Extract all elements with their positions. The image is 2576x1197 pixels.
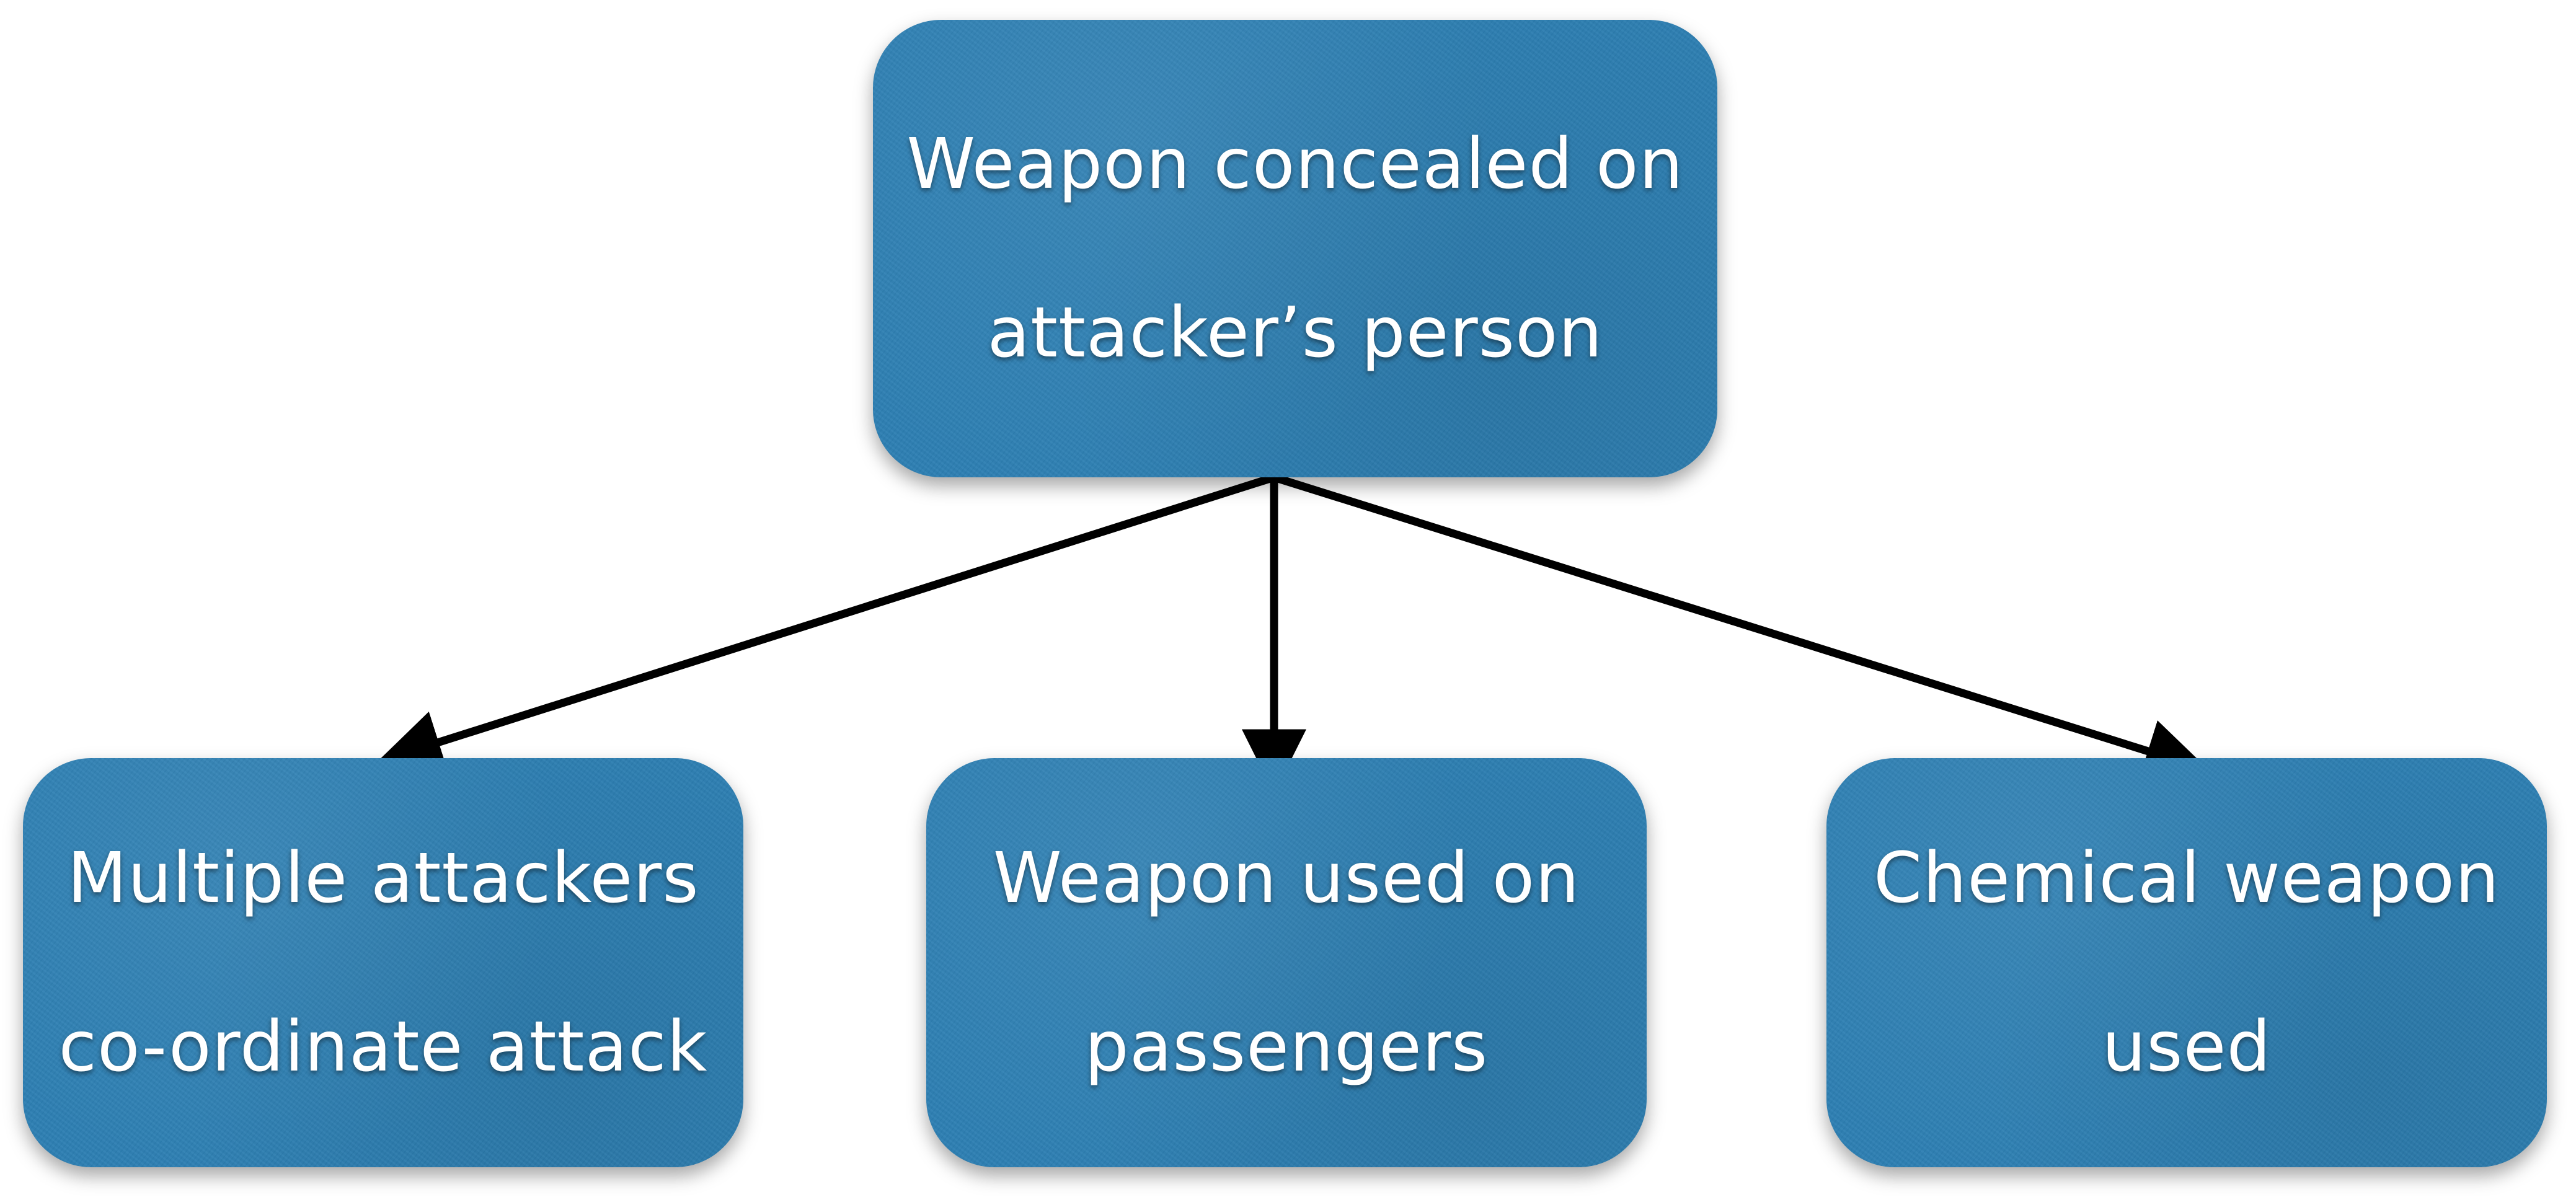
node-chemical-weapon: Chemical weapon used: [1826, 758, 2547, 1167]
node-multiple-attackers: Multiple attackers co-ordinate attack: [23, 758, 743, 1167]
edge-top-to-right: [1273, 473, 2210, 782]
node-label: Multiple attackers co-ordinate attack: [58, 838, 708, 1087]
node-weapon-used-on-passengers: Weapon used on passengers: [926, 758, 1647, 1167]
node-label: Weapon concealed on attacker’s person: [906, 124, 1684, 373]
node-weapon-concealed: Weapon concealed on attacker’s person: [873, 20, 1717, 477]
node-label: Weapon used on passengers: [993, 838, 1580, 1087]
node-label: Chemical weapon used: [1874, 838, 2500, 1087]
edge-top-to-left: [377, 473, 1275, 774]
